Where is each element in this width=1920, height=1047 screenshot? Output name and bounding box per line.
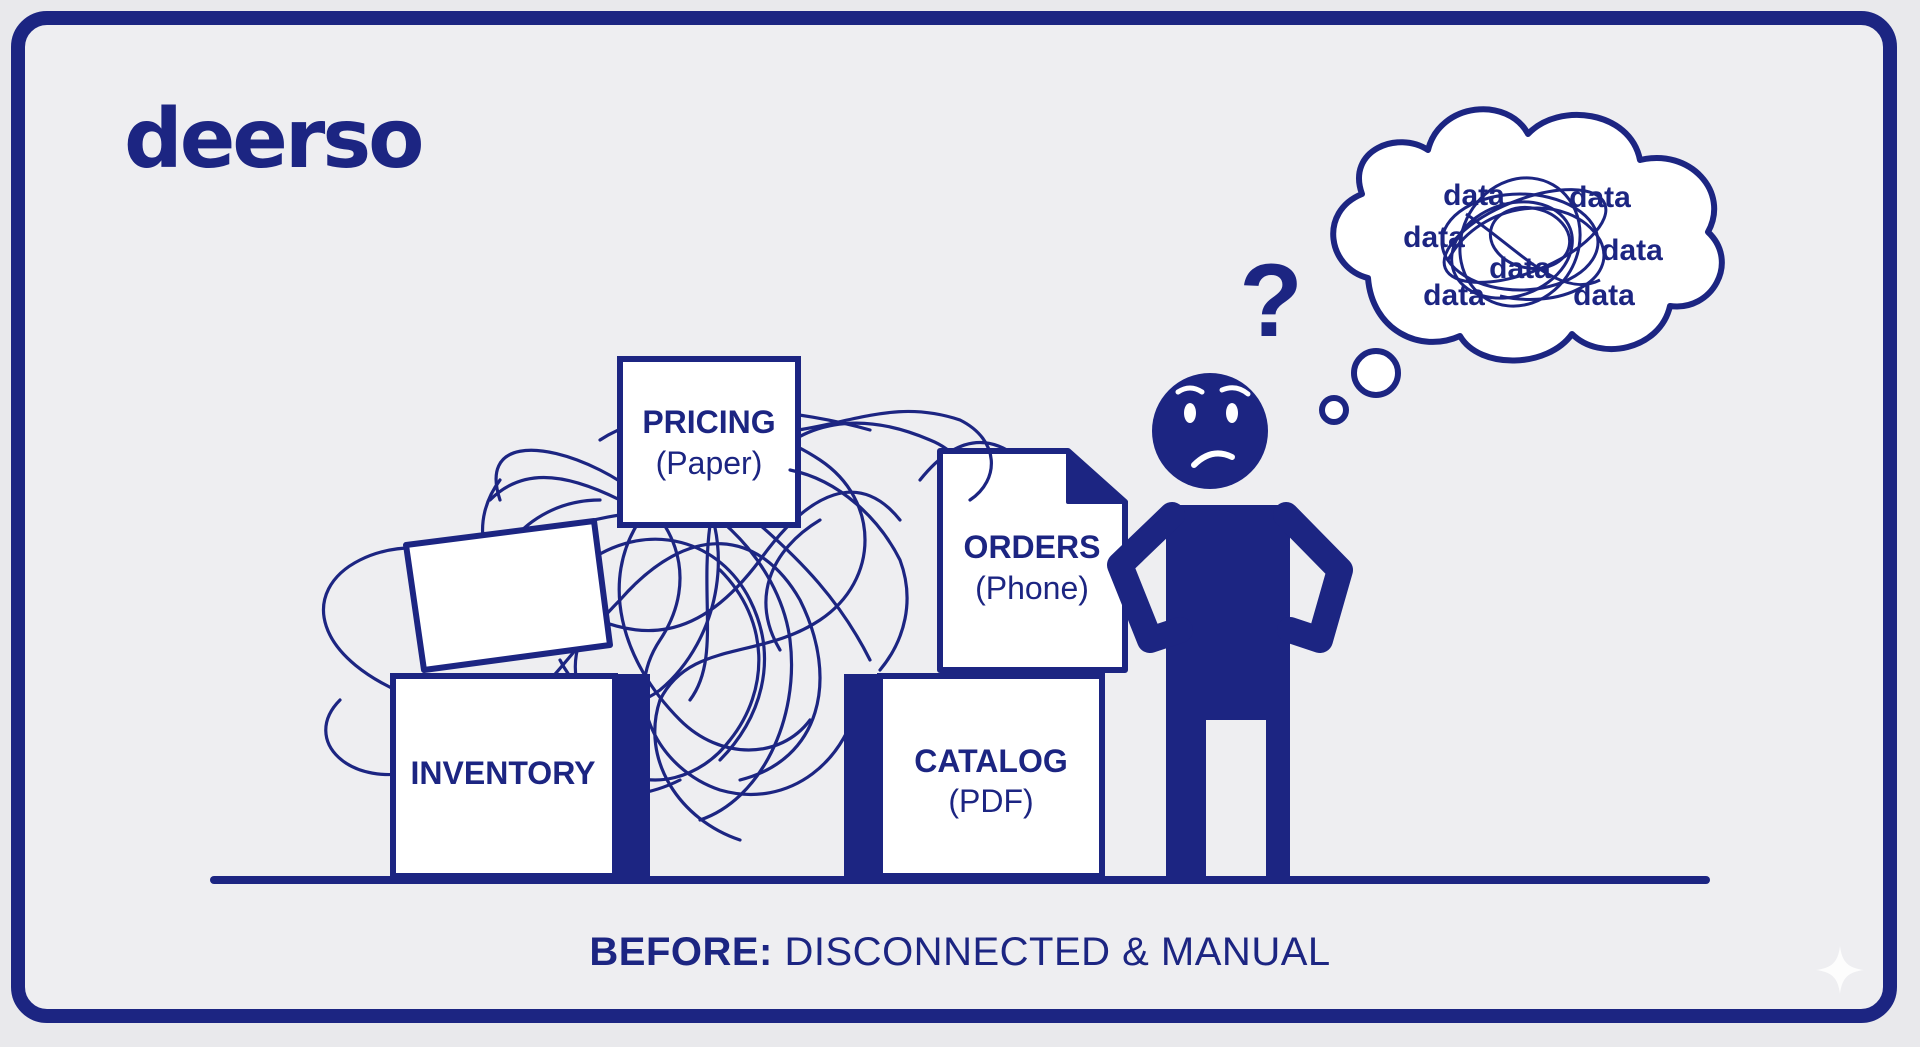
- catalog-label: CATALOG: [914, 743, 1067, 779]
- pricing-sublabel: (Paper): [656, 445, 763, 481]
- person-head: [1152, 373, 1268, 489]
- orders-label: ORDERS: [964, 529, 1101, 565]
- pricing-sheet: PRICING (Paper): [617, 356, 801, 528]
- caption-text: DISCONNECTED & MANUAL: [784, 930, 1331, 974]
- cloud-word-3: data: [1403, 221, 1465, 254]
- thought-cloud-outline: [1330, 106, 1725, 364]
- inventory-label: INVENTORY: [411, 755, 596, 791]
- thought-bubble-medium: [1351, 348, 1401, 398]
- scene-caption: BEFORE: DISCONNECTED & MANUAL: [0, 930, 1920, 975]
- person-body: [1166, 505, 1290, 880]
- eye-right: [1226, 403, 1238, 423]
- cloud-word-2: data: [1569, 181, 1631, 214]
- loose-paper-sheet: [403, 518, 613, 673]
- tangled-wires-front: [488, 409, 993, 702]
- confused-person: ?: [1107, 243, 1353, 880]
- folded-corner: [1066, 449, 1127, 504]
- catalog-sublabel: (PDF): [948, 783, 1033, 819]
- cloud-word-4: data: [1489, 252, 1551, 285]
- catalog-box: CATALOG (PDF): [844, 673, 1105, 879]
- caption-lead: BEFORE:: [589, 930, 773, 974]
- thought-cloud: data data data data data data data: [1330, 106, 1725, 364]
- brand-logo: deerso: [124, 92, 425, 187]
- arm-right: [1273, 502, 1353, 653]
- eyebrow-left: [1175, 385, 1205, 395]
- pricing-label: PRICING: [642, 404, 775, 440]
- cloud-word-1: data: [1443, 179, 1505, 212]
- inventory-box: INVENTORY: [390, 673, 650, 879]
- orders-document: ORDERS (Phone): [937, 448, 1128, 673]
- question-mark: ?: [1239, 243, 1303, 359]
- eye-left: [1184, 403, 1196, 423]
- orders-sublabel: (Phone): [975, 570, 1089, 606]
- arm-left: [1107, 502, 1193, 653]
- cloud-word-7: data: [1573, 279, 1635, 312]
- scribble: [1440, 176, 1608, 308]
- sparkle-icon: [1816, 946, 1864, 994]
- cloud-word-5: data: [1601, 234, 1663, 267]
- cloud-word-6: data: [1423, 279, 1485, 312]
- worried-mouth: [1191, 450, 1235, 468]
- eyebrow-right: [1219, 385, 1251, 397]
- thought-bubble-small: [1319, 395, 1349, 425]
